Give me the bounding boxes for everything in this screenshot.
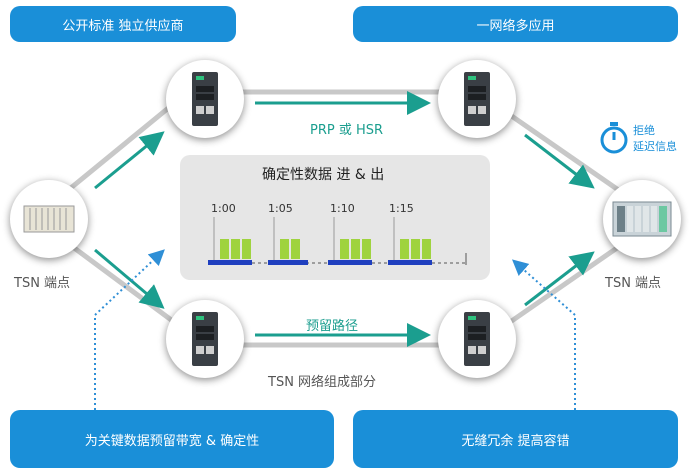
panel-title: 确定性数据 进 & 出 [262, 167, 385, 183]
arrow-left-up [94, 131, 165, 190]
arrow-right-up [524, 251, 595, 307]
switch-node-bottom-left [166, 300, 244, 378]
switch-node-top-left [166, 60, 244, 138]
green-packet-0c [242, 239, 251, 259]
dotted-arrow-left [94, 249, 165, 410]
blue-bar-0 [208, 260, 252, 265]
time-label-0: 1:00 [211, 202, 236, 215]
stopwatch-icon [600, 122, 628, 154]
green-packet-1a [280, 239, 289, 259]
arrow-left-down [94, 248, 165, 309]
banner-one-network: 一网络多应用 [353, 6, 678, 42]
banner-open-standard-text: 公开标准 独立供应商 [62, 18, 184, 34]
plc-icon [23, 205, 75, 233]
banner-seamless-redundancy-text: 无缝冗余 提高容错 [461, 433, 570, 449]
green-packet-3a [400, 239, 409, 259]
blue-bar-1 [268, 260, 308, 265]
blue-bar-3 [388, 260, 432, 265]
green-packet-1b [291, 239, 300, 259]
deterministic-data-panel [180, 155, 490, 280]
banner-open-standard: 公开标准 独立供应商 [10, 6, 236, 42]
dotted-arrow-right [512, 259, 576, 410]
switch-icon [192, 72, 218, 126]
green-packet-0b [231, 239, 240, 259]
time-label-2: 1:10 [330, 202, 355, 215]
endpoint-left-label: TSN 端点 [14, 276, 71, 291]
blue-bar-2 [328, 260, 372, 265]
endpoint-right-label: TSN 端点 [605, 276, 662, 291]
green-packet-2b [351, 239, 360, 259]
switch-node-bottom-right [438, 300, 516, 378]
time-label-3: 1:15 [389, 202, 414, 215]
switch-icon [464, 72, 490, 126]
endpoint-node-left [10, 180, 88, 258]
banner-reserved-bandwidth-text: 为关键数据预留带宽 & 确定性 [84, 433, 260, 449]
green-packet-3b [411, 239, 420, 259]
time-label-1: 1:05 [268, 202, 293, 215]
banner-one-network-text: 一网络多应用 [476, 18, 555, 34]
switch-icon [192, 312, 218, 366]
endpoint-node-right [603, 180, 681, 258]
io-module-icon [612, 201, 672, 237]
green-packet-2c [362, 239, 371, 259]
banner-reserved-bandwidth: 为关键数据预留带宽 & 确定性 [10, 410, 334, 468]
prp-hsr-label: PRP 或 HSR [310, 123, 384, 138]
arrow-right-down [524, 133, 595, 189]
tsn-part-label: TSN 网络组成部分 [268, 375, 377, 390]
green-packet-0a [220, 239, 229, 259]
reserved-path-label: 预留路径 [306, 319, 359, 334]
switch-icon [464, 312, 490, 366]
switch-node-top-right [438, 60, 516, 138]
reject-label-line1: 拒绝 [633, 124, 655, 137]
green-packet-3c [422, 239, 431, 259]
banner-seamless-redundancy: 无缝冗余 提高容错 [353, 410, 678, 468]
green-packet-2a [340, 239, 349, 259]
reject-label-line2: 延迟信息 [633, 140, 677, 153]
timeline-chart [208, 217, 467, 265]
